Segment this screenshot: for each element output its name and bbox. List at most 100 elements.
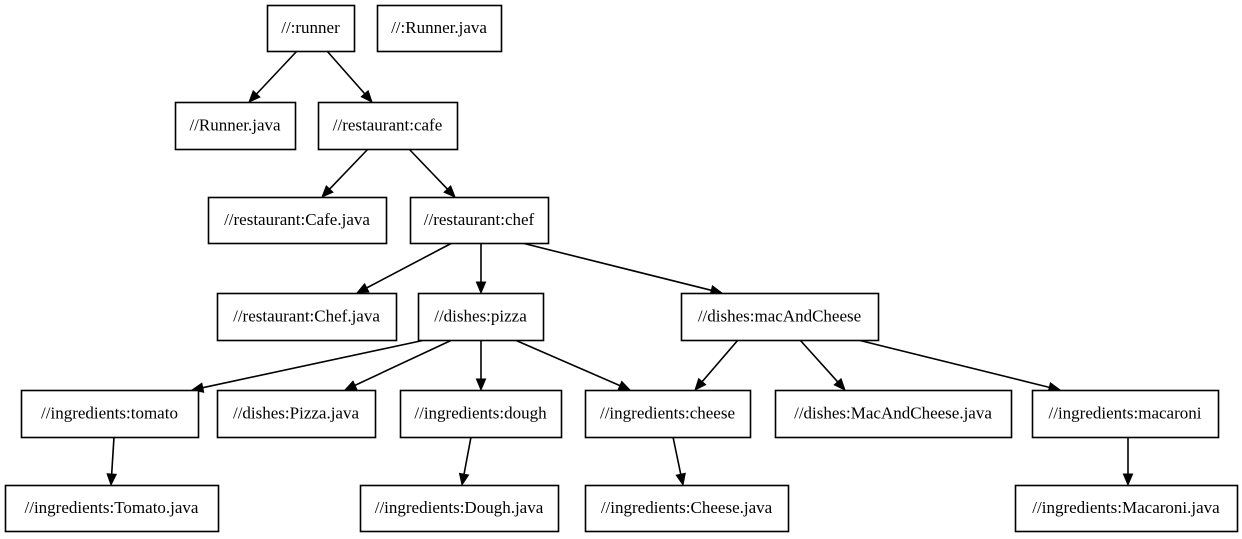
edge-line [857,339,1050,389]
graph-node-ingredients_macaroni[interactable]: //ingredients:macaroni [1031,389,1220,439]
edge-arrowhead-icon [248,89,261,103]
node-box[interactable] [207,196,388,245]
graph-edge [799,339,846,391]
nodes-layer: //:runner //:Runner.java //Runner.java //re… [4,4,1239,533]
node-box[interactable] [174,101,297,151]
node-box[interactable] [680,292,880,342]
node-label: //:runner [281,18,340,37]
graph-node-dishes_mac_java[interactable]: //dishes:MacAndCheese.java [774,389,1013,439]
node-label: //dishes:macAndCheese [698,306,861,325]
node-label: //dishes:pizza [434,306,527,325]
edge-line [521,242,712,292]
edge-arrowhead-icon [321,184,334,198]
edge-line [110,436,115,475]
edge-line [701,339,739,383]
edge-line [255,50,298,95]
graph-node-runner[interactable]: //:runner [266,4,356,53]
graph-node-runner_java[interactable]: //Runner.java [174,101,297,151]
edge-arrowhead-icon [360,89,373,103]
graph-node-dishes_macandcheese[interactable]: //dishes:macAndCheese [680,292,880,342]
edge-arrowhead-icon [675,472,686,487]
edge-line [326,50,366,95]
node-box[interactable] [1031,389,1220,439]
node-box[interactable] [266,4,356,53]
graph-node-restaurant_cafe_java[interactable]: //restaurant:Cafe.java [207,196,388,245]
graph-node-ingredients_tomato[interactable]: //ingredients:tomato [20,389,200,439]
node-label: //dishes:MacAndCheese.java [794,403,992,422]
edge-arrowhead-icon [343,380,358,391]
node-label: //ingredients:Dough.java [375,498,544,517]
edge-line [329,148,369,190]
node-box[interactable] [359,484,560,533]
node-box[interactable] [409,196,550,245]
graph-edge [475,243,487,295]
graph-edge [408,148,456,198]
graph-edge [514,339,632,391]
graph-edge [1122,437,1134,487]
node-box[interactable] [584,389,752,439]
node-label: //ingredients:Cheese.java [601,498,773,517]
edge-arrowhead-icon [458,472,470,487]
graph-node-restaurant_chef_java[interactable]: //restaurant:Chef.java [216,292,398,342]
edge-line [799,339,839,383]
graph-edge [106,436,118,487]
edge-line [672,436,682,475]
node-box[interactable] [376,4,503,53]
edge-arrowhead-icon [833,377,846,391]
graph-edge [475,340,487,392]
graph-node-ingredients_dough[interactable]: //ingredients:dough [399,389,563,439]
node-label: //restaurant:Chef.java [233,306,380,325]
graph-edge [343,339,453,391]
node-box[interactable] [216,292,398,342]
edge-arrowhead-icon [355,282,370,294]
graph-node-ingredients_cheese[interactable]: //ingredients:cheese [584,389,752,439]
graph-node-dishes_pizza[interactable]: //dishes:pizza [417,292,545,342]
edges-layer [106,50,1134,487]
graph-edge [672,436,686,487]
edge-line [514,339,621,387]
node-box[interactable] [4,484,220,533]
node-box[interactable] [584,484,790,533]
node-box[interactable] [774,389,1013,439]
node-label: //restaurant:chef [424,210,535,229]
graph-node-dishes_pizza_java[interactable]: //dishes:Pizza.java [216,389,377,439]
edge-line [202,339,426,389]
node-label: //ingredients:macaroni [1049,403,1202,422]
node-box[interactable] [417,292,545,342]
graph-node-dough_java[interactable]: //ingredients:Dough.java [359,484,560,533]
edge-line [354,339,453,387]
graph-node-macaroni_java[interactable]: //ingredients:Macaroni.java [1014,484,1239,533]
graph-edge [521,242,724,296]
node-label: //dishes:Pizza.java [233,403,360,422]
node-box[interactable] [1014,484,1239,533]
graph-node-tomato_java[interactable]: //ingredients:Tomato.java [4,484,220,533]
edge-line [366,242,453,289]
graph-edge [248,50,298,103]
node-label: //Runner.java [189,115,281,134]
graph-edge [458,436,472,487]
graph-node-restaurant_chef[interactable]: //restaurant:chef [409,196,550,245]
graph-node-root_runner_java[interactable]: //:Runner.java [376,4,503,53]
edge-arrowhead-icon [106,473,118,487]
edge-arrowhead-icon [617,380,632,391]
node-label: //restaurant:cafe [333,115,443,134]
graph-node-restaurant_cafe[interactable]: //restaurant:cafe [317,101,459,151]
edge-arrowhead-icon [694,377,707,391]
graph-edge [694,339,739,391]
node-label: //ingredients:tomato [41,403,178,422]
node-box[interactable] [20,389,200,439]
node-label: //ingredients:Tomato.java [25,498,199,517]
node-box[interactable] [216,389,377,439]
edge-line [408,148,448,190]
graph-edge [326,50,373,103]
graph-edge [190,339,426,393]
graph-node-cheese_java[interactable]: //ingredients:Cheese.java [584,484,790,533]
edge-arrowhead-icon [1122,473,1134,487]
node-box[interactable] [399,389,563,439]
graph-edge [321,148,369,198]
graph-edge [355,242,453,294]
node-box[interactable] [317,101,459,151]
edge-arrowhead-icon [475,281,487,295]
